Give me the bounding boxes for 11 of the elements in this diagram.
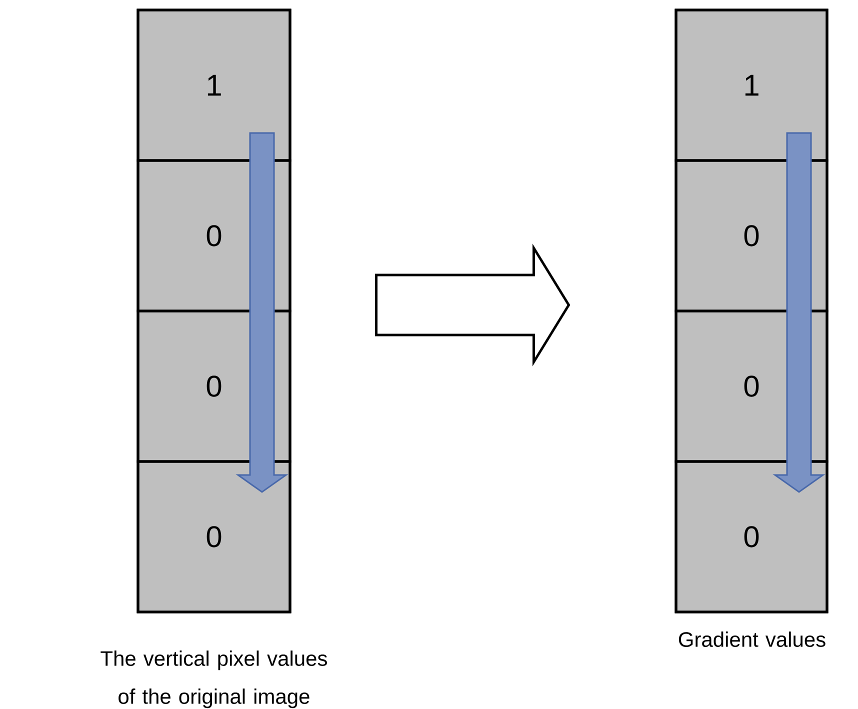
pixel-cell: 0 bbox=[674, 159, 828, 312]
node-label: The vertical pixel values of the original image bbox=[100, 650, 327, 708]
pixel-cell: 0 bbox=[674, 310, 828, 463]
pixel-cell: 0 bbox=[136, 460, 292, 614]
node-label: Gradient values bbox=[678, 632, 826, 647]
pixel-cell: 1 bbox=[674, 8, 828, 162]
block-arrow bbox=[375, 244, 570, 366]
pixel-cell: 1 bbox=[136, 8, 292, 162]
pixel-cell: 0 bbox=[136, 310, 292, 463]
pixel-cell: 0 bbox=[136, 159, 292, 312]
pixel-cell: 0 bbox=[674, 460, 828, 614]
